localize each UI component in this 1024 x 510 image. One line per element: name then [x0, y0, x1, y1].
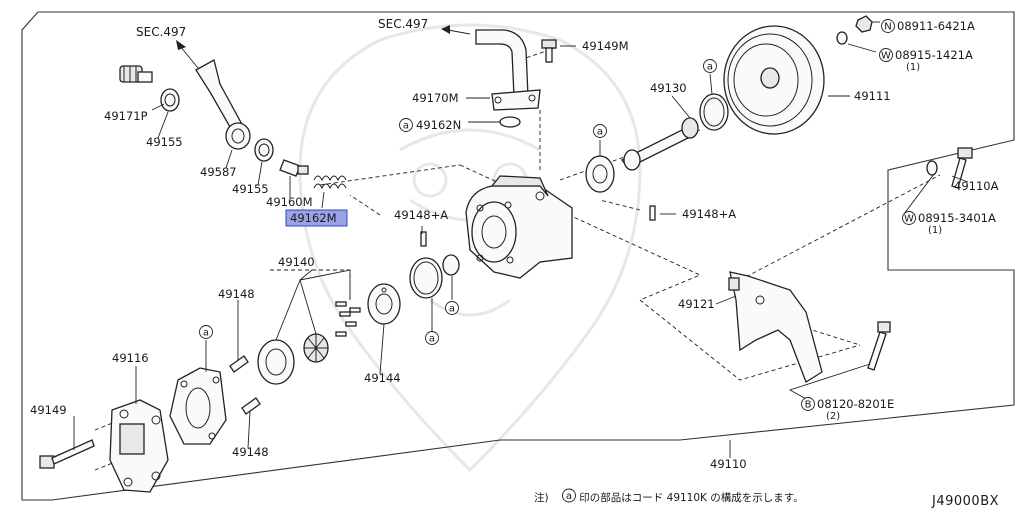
- part-49148-pin-bottom: [241, 397, 261, 415]
- label-49587[interactable]: 49587: [200, 165, 237, 179]
- label-49148a-right[interactable]: 49148+A: [682, 207, 736, 221]
- part-49160m-valve: [279, 159, 309, 177]
- part-large-oring: [409, 257, 443, 299]
- label-49170m[interactable]: 49170M: [412, 91, 459, 105]
- part-pump-body: [465, 175, 573, 279]
- part-49144-side-plate: [367, 283, 401, 325]
- label-49155-b[interactable]: 49155: [232, 182, 269, 196]
- label-49160m[interactable]: 49160M: [266, 195, 313, 209]
- label-group-b-08120[interactable]: B 08120-8201E (2): [801, 397, 895, 422]
- svg-text:N: N: [884, 22, 891, 33]
- component-marker-a-seal: a: [593, 124, 607, 138]
- part-49116-rear-cover: [109, 399, 169, 493]
- label-group-w-08915-1421[interactable]: W 08915-1421A (1): [879, 48, 973, 73]
- label-group-w-08915-3401[interactable]: W 08915-3401A (1): [902, 211, 996, 236]
- label-qty-1b: (1): [928, 225, 942, 236]
- part-49149-bolt: [39, 439, 95, 469]
- part-49149m-bolt: [541, 39, 557, 63]
- label-sec-497-top[interactable]: SEC.497: [378, 17, 428, 31]
- label-49148a-left[interactable]: 49148+A: [394, 208, 448, 222]
- svg-text:a: a: [429, 334, 435, 345]
- label-08915-1421a[interactable]: 08915-1421A: [895, 48, 973, 62]
- selected-part-highlight: [285, 209, 348, 227]
- footnote-marker-circle: a: [562, 488, 576, 503]
- label-49121[interactable]: 49121: [678, 297, 715, 311]
- label-49110[interactable]: 49110: [710, 457, 747, 471]
- label-49148-top[interactable]: 49148: [218, 287, 255, 301]
- part-washer-08915-3401: [926, 160, 938, 176]
- sec-497-top-arrow: [441, 25, 471, 35]
- part-shaft-oring: [699, 93, 729, 131]
- svg-text:a: a: [707, 62, 713, 73]
- label-08915-3401a[interactable]: 08915-3401A: [918, 211, 996, 225]
- label-49162n[interactable]: 49162N: [416, 118, 461, 132]
- part-washer-08915-1421: [836, 31, 848, 45]
- label-49144[interactable]: 49144: [364, 371, 401, 385]
- sec-497-left-arrow: [176, 40, 199, 69]
- part-49148-pin-top: [229, 355, 249, 373]
- part-gasket: [169, 367, 227, 445]
- component-marker-a-gasket: a: [199, 325, 213, 339]
- label-49149[interactable]: 49149: [30, 403, 67, 417]
- label-08120-8201e[interactable]: 08120-8201E: [817, 397, 894, 411]
- component-marker-a-oring-small: a: [445, 301, 459, 315]
- svg-text:a: a: [566, 491, 572, 502]
- svg-text:a: a: [403, 121, 409, 132]
- part-49148a-pin-left: [420, 231, 427, 247]
- label-49140[interactable]: 49140: [278, 255, 315, 269]
- leader-lines: [73, 21, 969, 458]
- assembly-frame: [21, 11, 1015, 501]
- footnote-text: 印の部品はコード 49110K の構成を示します。: [579, 492, 804, 504]
- part-49140-rotor: [303, 333, 329, 363]
- label-49110a[interactable]: 49110A: [954, 179, 999, 193]
- label-49155-a[interactable]: 49155: [146, 135, 183, 149]
- part-49162n-oring: [499, 116, 521, 128]
- label-49162m[interactable]: 49162M: [290, 211, 337, 225]
- label-sec-497-left[interactable]: SEC.497: [136, 25, 186, 39]
- label-qty-2: (2): [826, 411, 840, 422]
- svg-text:W: W: [881, 51, 891, 62]
- label-49149m[interactable]: 49149M: [582, 39, 629, 53]
- part-49140-vanes: [335, 301, 361, 337]
- svg-text:a: a: [597, 127, 603, 138]
- part-49170m-suction-pipe: [475, 29, 541, 111]
- part-49155-washer-b: [254, 138, 274, 162]
- part-49171p-union-bolt: [119, 65, 153, 83]
- label-49116[interactable]: 49116: [112, 351, 149, 365]
- svg-text:B: B: [805, 400, 812, 411]
- part-49162m-spring: [313, 175, 347, 190]
- part-49155-washer-a: [160, 88, 180, 112]
- part-shaft-seal: [585, 155, 615, 193]
- label-group-n-08911[interactable]: N 08911-6421A: [881, 19, 975, 33]
- footnote-prefix: 注): [534, 492, 549, 504]
- label-08911-6421a[interactable]: 08911-6421A: [897, 19, 975, 33]
- part-small-oring: [442, 254, 460, 276]
- label-49148-bottom[interactable]: 49148: [232, 445, 269, 459]
- label-49130[interactable]: 49130: [650, 81, 687, 95]
- part-49140-cam-ring: [257, 339, 295, 385]
- svg-text:a: a: [203, 328, 209, 339]
- label-49111[interactable]: 49111: [854, 89, 891, 103]
- label-qty-1a: (1): [906, 62, 920, 73]
- part-nut-08911: [855, 15, 873, 33]
- part-49587-outlet-pipe: [195, 59, 251, 150]
- label-49171p[interactable]: 49171P: [104, 109, 148, 123]
- component-marker-a-oring-large: a: [425, 331, 439, 345]
- watermark-emblem: [298, 23, 642, 473]
- svg-text:a: a: [449, 304, 455, 315]
- diagram-code: J49000BX: [932, 494, 1000, 509]
- part-49111-pulley: [723, 25, 825, 135]
- component-marker-a-49162n: a: [399, 118, 413, 132]
- footnote: 注) 印の部品はコード 49110K の構成を示します。: [534, 490, 804, 505]
- part-bolt-08120: [867, 321, 891, 371]
- svg-text:W: W: [904, 214, 914, 225]
- part-49148a-pin-right: [649, 205, 656, 221]
- part-49121-bracket: [728, 271, 823, 383]
- component-marker-a-shaft-oring: a: [703, 59, 717, 73]
